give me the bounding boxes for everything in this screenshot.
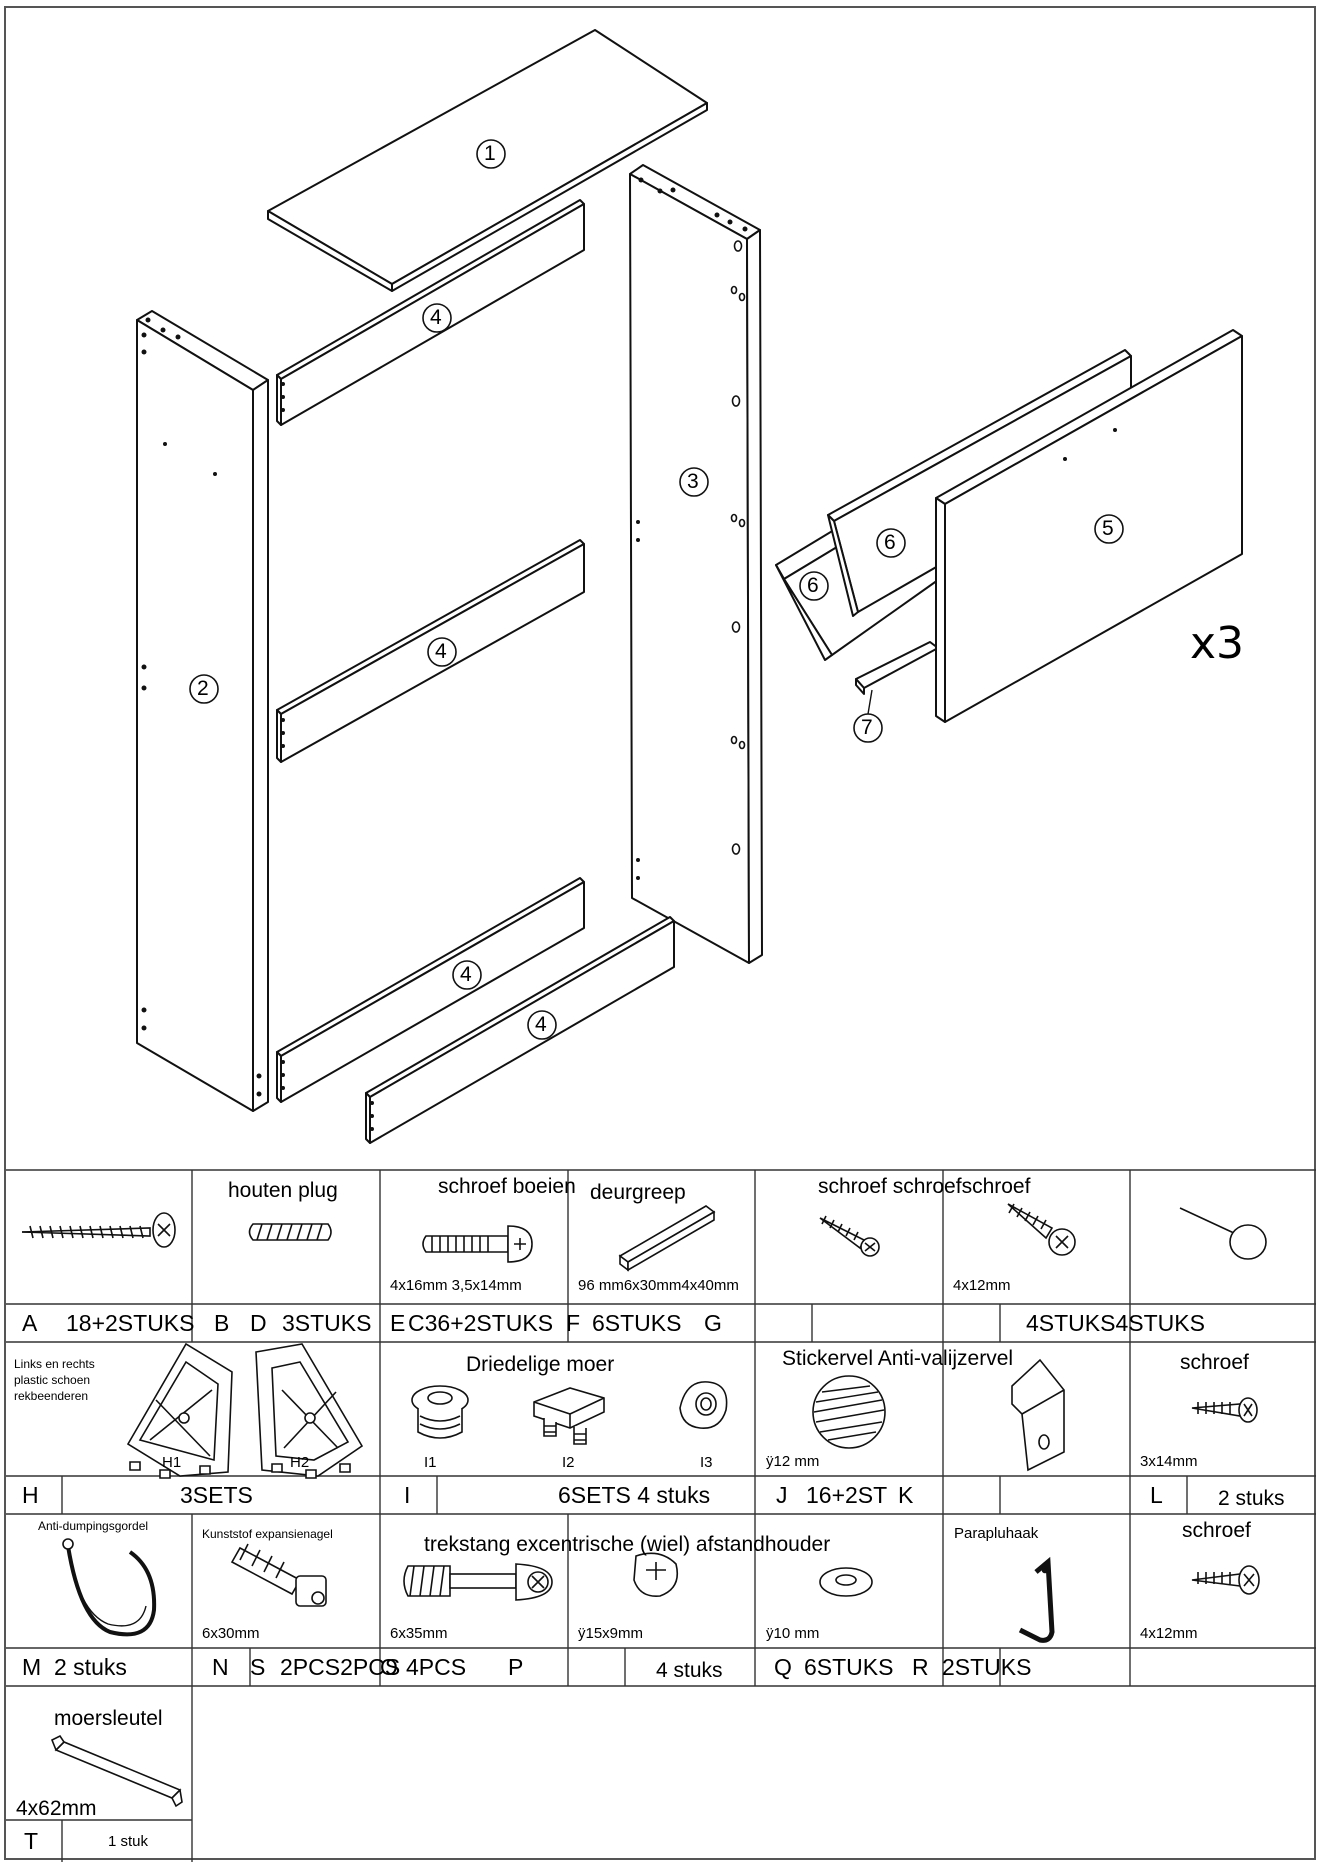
part-number-7: 7 <box>861 716 873 739</box>
letter-j: J <box>776 1482 788 1508</box>
letter-i: I <box>404 1482 411 1508</box>
assembly-diagram <box>136 29 1243 1144</box>
qty-o: 4PCS <box>406 1654 467 1680</box>
letter-n: N <box>212 1654 229 1680</box>
qty-extra: 4STUKS4STUKS <box>1026 1310 1205 1336</box>
sticker-size: ÿ12 mm <box>766 1453 820 1470</box>
qty-a: 18+2STUKS <box>66 1310 195 1336</box>
schroef-l-size: 3x14mm <box>1140 1453 1198 1470</box>
part-number-2: 2 <box>197 677 209 700</box>
i3-label: I3 <box>700 1454 713 1471</box>
part-number-5: 5 <box>1102 517 1114 540</box>
cam-holes <box>730 240 746 855</box>
letter-q: Q <box>774 1654 792 1680</box>
part-number-6-rear: 6 <box>807 574 819 597</box>
houten-plug-title: houten plug <box>228 1179 338 1202</box>
parapluhaak-title: Parapluhaak <box>954 1525 1039 1542</box>
part-3-right-side-panel <box>629 164 763 964</box>
qty-m: 2 stuks <box>54 1654 127 1680</box>
part-number-4-lower: 4 <box>460 963 472 986</box>
part-number-3: 3 <box>687 470 699 493</box>
qty-r: 2STUKS <box>942 1654 1032 1680</box>
part-2-left-side-panel <box>136 310 269 1112</box>
letter-f: F <box>566 1310 581 1336</box>
kunststof-expansienagel-title: Kunststof expansienagel <box>202 1527 333 1541</box>
trekstang-size: 6x35mm <box>390 1625 448 1642</box>
letter-t: T <box>24 1828 39 1854</box>
afstandhouder-size: ÿ10 mm <box>766 1625 820 1642</box>
expansienagel-size: 6x30mm <box>202 1625 260 1642</box>
schroef-r-size: 4x12mm <box>1140 1625 1198 1642</box>
i1-label: I1 <box>424 1454 437 1471</box>
page-frame <box>4 6 1316 1860</box>
schroef-boeien-size: 4x16mm 3,5x14mm <box>390 1277 522 1294</box>
part-number-4-front: 4 <box>535 1013 547 1036</box>
qty-s: 2PCS2PCS <box>280 1654 401 1680</box>
letter-h: H <box>22 1482 39 1508</box>
anti-dumpingsgordel-title: Anti-dumpingsgordel <box>38 1519 149 1533</box>
letter-p: P <box>508 1654 524 1680</box>
trekstang-title: trekstang excentrische (wiel) afstandhou… <box>424 1533 831 1556</box>
h1-label: H1 <box>162 1454 182 1471</box>
qty-c: C36+2STUKS <box>408 1310 554 1336</box>
i2-label: I2 <box>562 1454 575 1471</box>
schroef-schroefschroef-title: schroef schroefschroef <box>818 1175 1031 1198</box>
letter-d: D <box>250 1310 267 1336</box>
h2-label: H2 <box>290 1454 310 1471</box>
part-number-4-middle: 4 <box>435 640 447 663</box>
moersleutel-title: moersleutel <box>54 1707 163 1730</box>
deurgreep-title: deurgreep <box>590 1181 686 1204</box>
letter-k: K <box>898 1482 914 1508</box>
part-4-lower-rail <box>276 877 585 1103</box>
part-number-1: 1 <box>484 142 496 165</box>
letter-g: G <box>704 1310 722 1336</box>
moersleutel-size: 4x62mm <box>16 1797 97 1820</box>
qty-q: 6STUKS <box>804 1654 894 1680</box>
deurgreep-size: 96 mm6x30mm4x40mm <box>578 1277 739 1294</box>
letter-e: E <box>390 1310 406 1336</box>
multiplier-label: x3 <box>1190 618 1245 669</box>
shoe-rack-label: Links en rechts plastic schoen rekbeende… <box>14 1357 95 1404</box>
qty-f: 6STUKS <box>592 1310 682 1336</box>
qty-t: 1 stuk <box>108 1833 149 1850</box>
qty-i: 6SETS 4 stuks <box>558 1482 711 1508</box>
qty-d: 3STUKS <box>282 1310 372 1336</box>
part-7-bar <box>855 641 939 695</box>
letter-m: M <box>22 1654 42 1680</box>
qty-l: 2 stuks <box>1218 1487 1285 1510</box>
letter-r: R <box>912 1654 929 1680</box>
excentrische-size: ÿ15x9mm <box>578 1625 644 1642</box>
schroef-r-title: schroef <box>1182 1519 1251 1542</box>
qty-h: 3SETS <box>180 1482 253 1508</box>
part-5-door-panel <box>935 329 1243 723</box>
letter-a: A <box>22 1310 38 1336</box>
letter-l: L <box>1150 1482 1163 1508</box>
part-number-4-top: 4 <box>430 306 442 329</box>
driedelige-moer-title: Driedelige moer <box>466 1353 615 1376</box>
drill-holes <box>141 177 1117 1131</box>
schroef-boeien-title: schroef boeien <box>438 1175 576 1198</box>
letter-s: S <box>250 1654 266 1680</box>
part-number-circles <box>189 139 1124 1040</box>
letter-o: O <box>380 1654 398 1680</box>
part-number-6-front: 6 <box>884 531 896 554</box>
schroef-l-title: schroef <box>1180 1351 1249 1374</box>
schroef-size-4x12: 4x12mm <box>953 1277 1011 1294</box>
qty-p: 4 stuks <box>656 1659 723 1682</box>
letter-b: B <box>214 1310 230 1336</box>
qty-j: 16+2ST <box>806 1482 888 1508</box>
stickervel-title: Stickervel Anti-valijzervel <box>782 1347 1014 1370</box>
part-4-front-rail <box>365 916 675 1144</box>
